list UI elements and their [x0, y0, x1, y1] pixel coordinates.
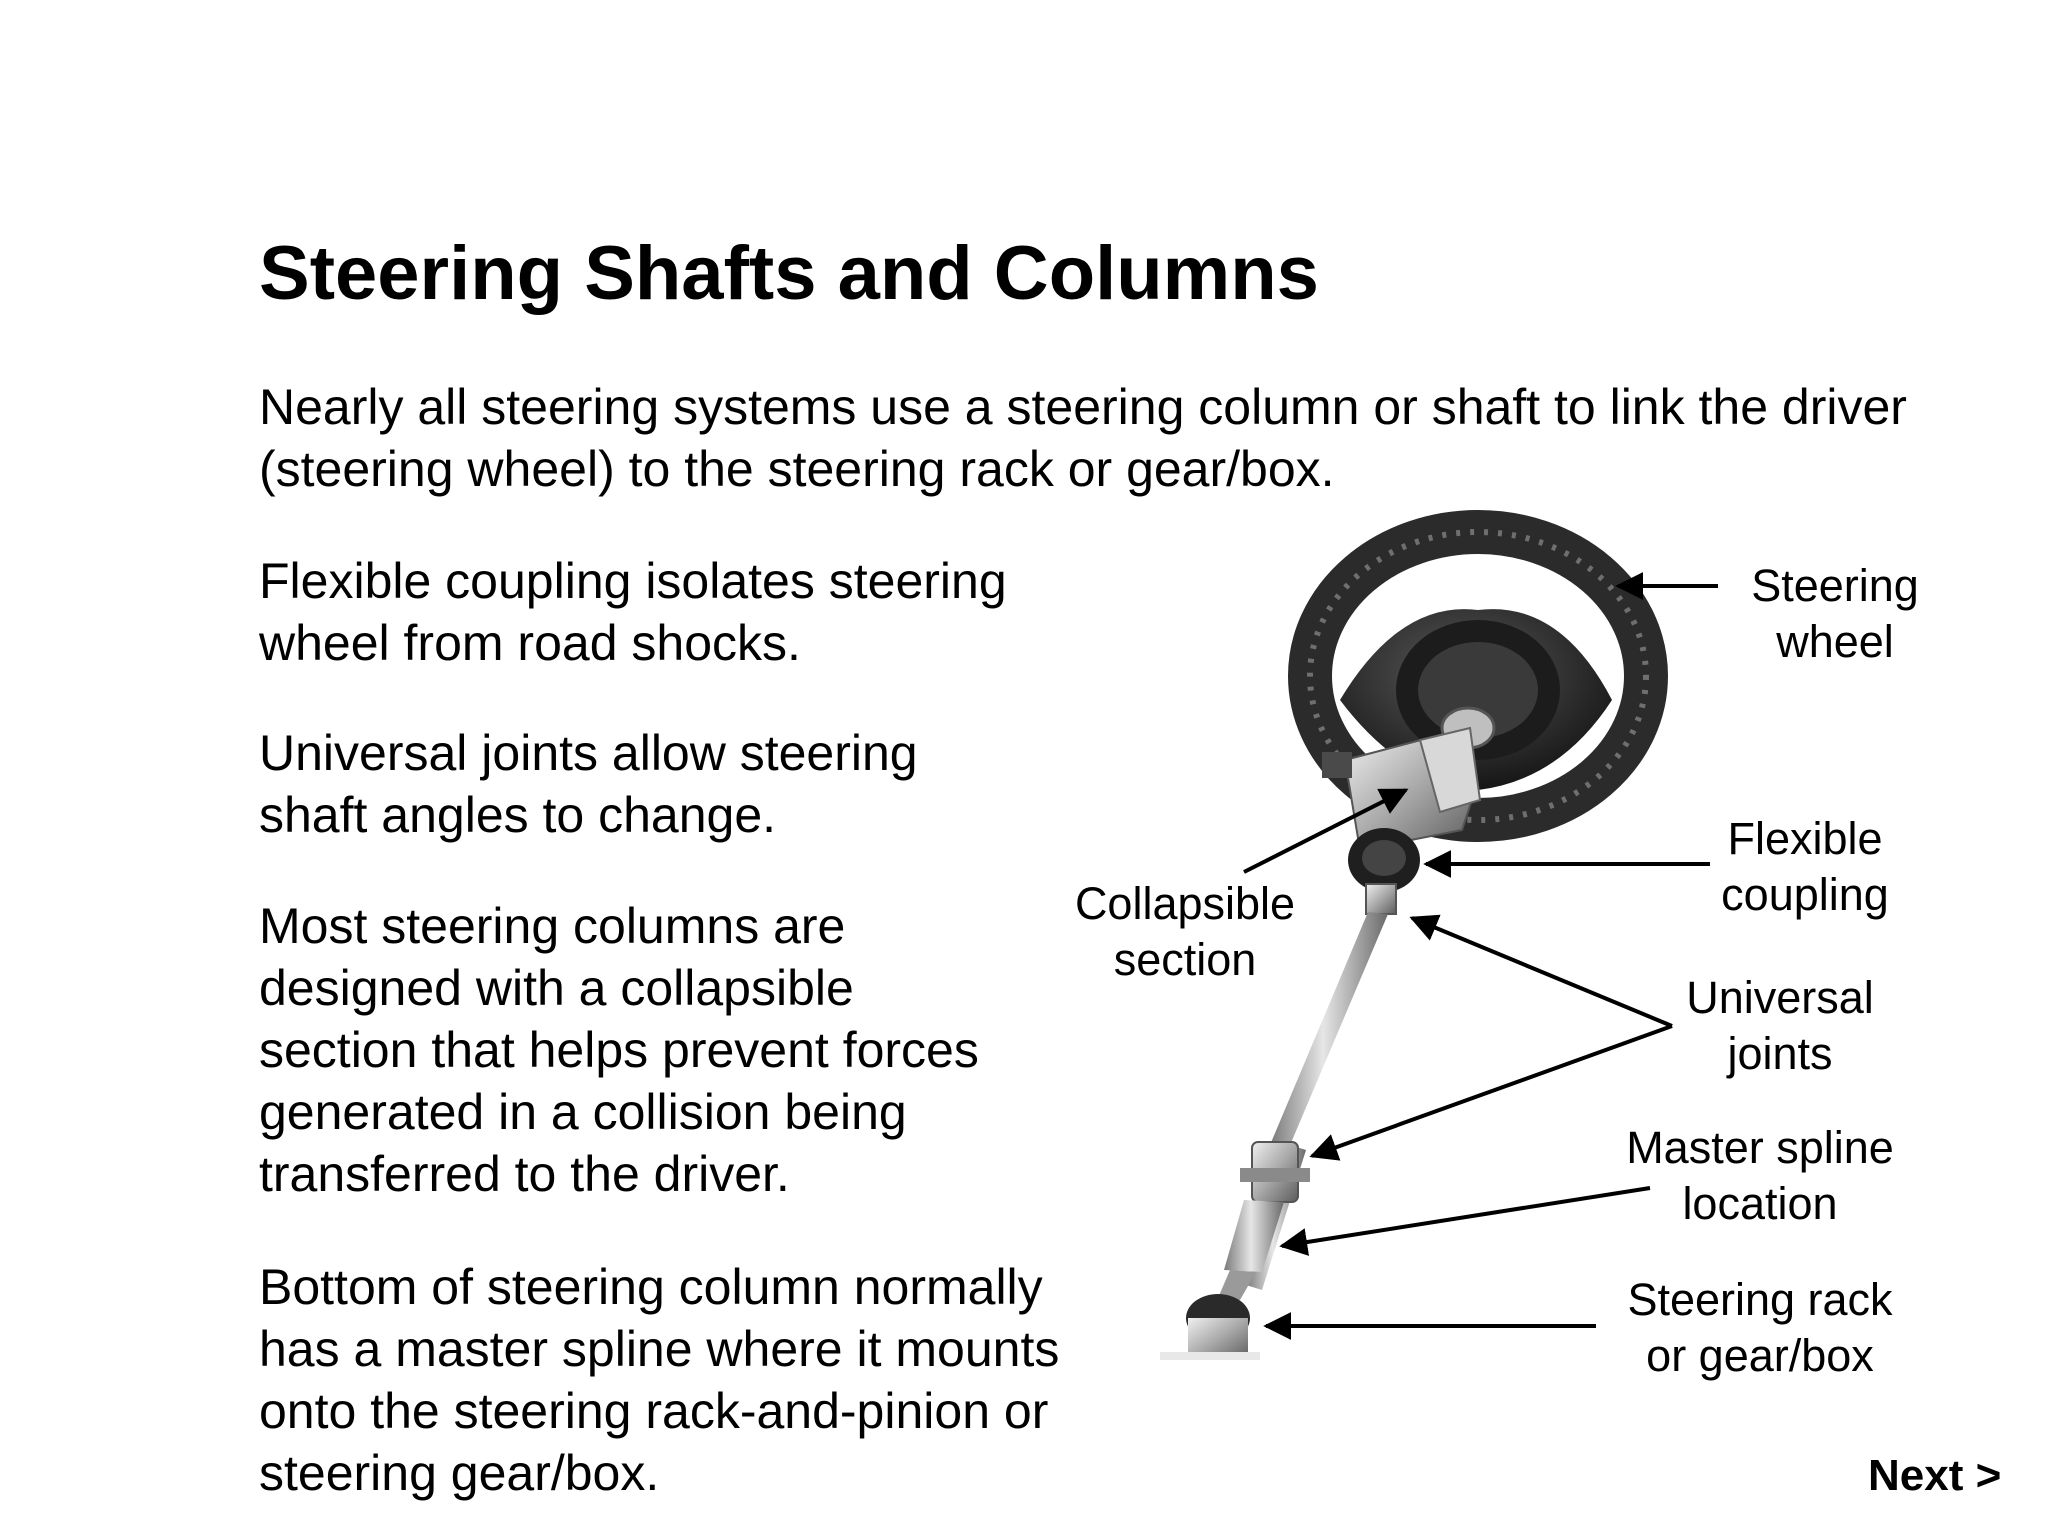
label-flexible-coupling-line-2: coupling — [1721, 869, 1889, 920]
label-master-spline-line-1: Master spline — [1626, 1122, 1894, 1173]
label-steering-wheel-line-1: Steering — [1751, 560, 1919, 611]
paragraph-collapsible-section: Most steering columns are designed with … — [259, 898, 979, 1202]
flexible-coupling-drawing — [1348, 828, 1420, 915]
next-button[interactable]: Next > — [1868, 1451, 2002, 1500]
label-universal-joints: Universal joints — [1660, 970, 1900, 1082]
paragraph-flexible-coupling: Flexible coupling isolates steering whee… — [259, 553, 1007, 671]
paragraph-master-spline: Bottom of steering column normally has a… — [259, 1259, 1060, 1501]
label-steering-rack-line-1: Steering rack — [1627, 1274, 1893, 1325]
label-universal-joints-line-1: Universal — [1686, 972, 1874, 1023]
lower-shaft-drawing — [1160, 1200, 1284, 1360]
label-universal-joints-line-2: joints — [1727, 1028, 1833, 1079]
label-steering-rack: Steering rack or gear/box — [1600, 1272, 1920, 1384]
column-housing-drawing — [1322, 726, 1482, 852]
slide-title: Steering Shafts and Columns — [259, 231, 1319, 316]
label-collapsible-section-line-2: section — [1113, 934, 1257, 985]
label-collapsible-section: Collapsible section — [1060, 876, 1310, 988]
arrow-collapsible-section — [1243, 788, 1409, 874]
intro-text: Nearly all steering systems use a steeri… — [259, 379, 1907, 497]
steering-wheel-drawing — [1288, 510, 1668, 842]
label-steering-wheel-line-2: wheel — [1776, 616, 1894, 667]
label-flexible-coupling-line-1: Flexible — [1727, 813, 1883, 864]
arrow-master-spline — [1279, 1186, 1651, 1256]
label-steering-wheel: Steering wheel — [1700, 558, 1970, 670]
universal-joint-drawing — [1240, 1141, 1310, 1203]
arrow-universal-joint-upper — [1409, 914, 1673, 1028]
label-master-spline: Master spline location — [1600, 1120, 1920, 1232]
label-collapsible-section-line-1: Collapsible — [1074, 878, 1296, 929]
paragraph-universal-joints: Universal joints allow steering shaft an… — [259, 725, 918, 843]
label-master-spline-line-2: location — [1682, 1178, 1838, 1229]
label-flexible-coupling: Flexible coupling — [1700, 811, 1910, 923]
label-steering-rack-line-2: or gear/box — [1646, 1330, 1874, 1381]
